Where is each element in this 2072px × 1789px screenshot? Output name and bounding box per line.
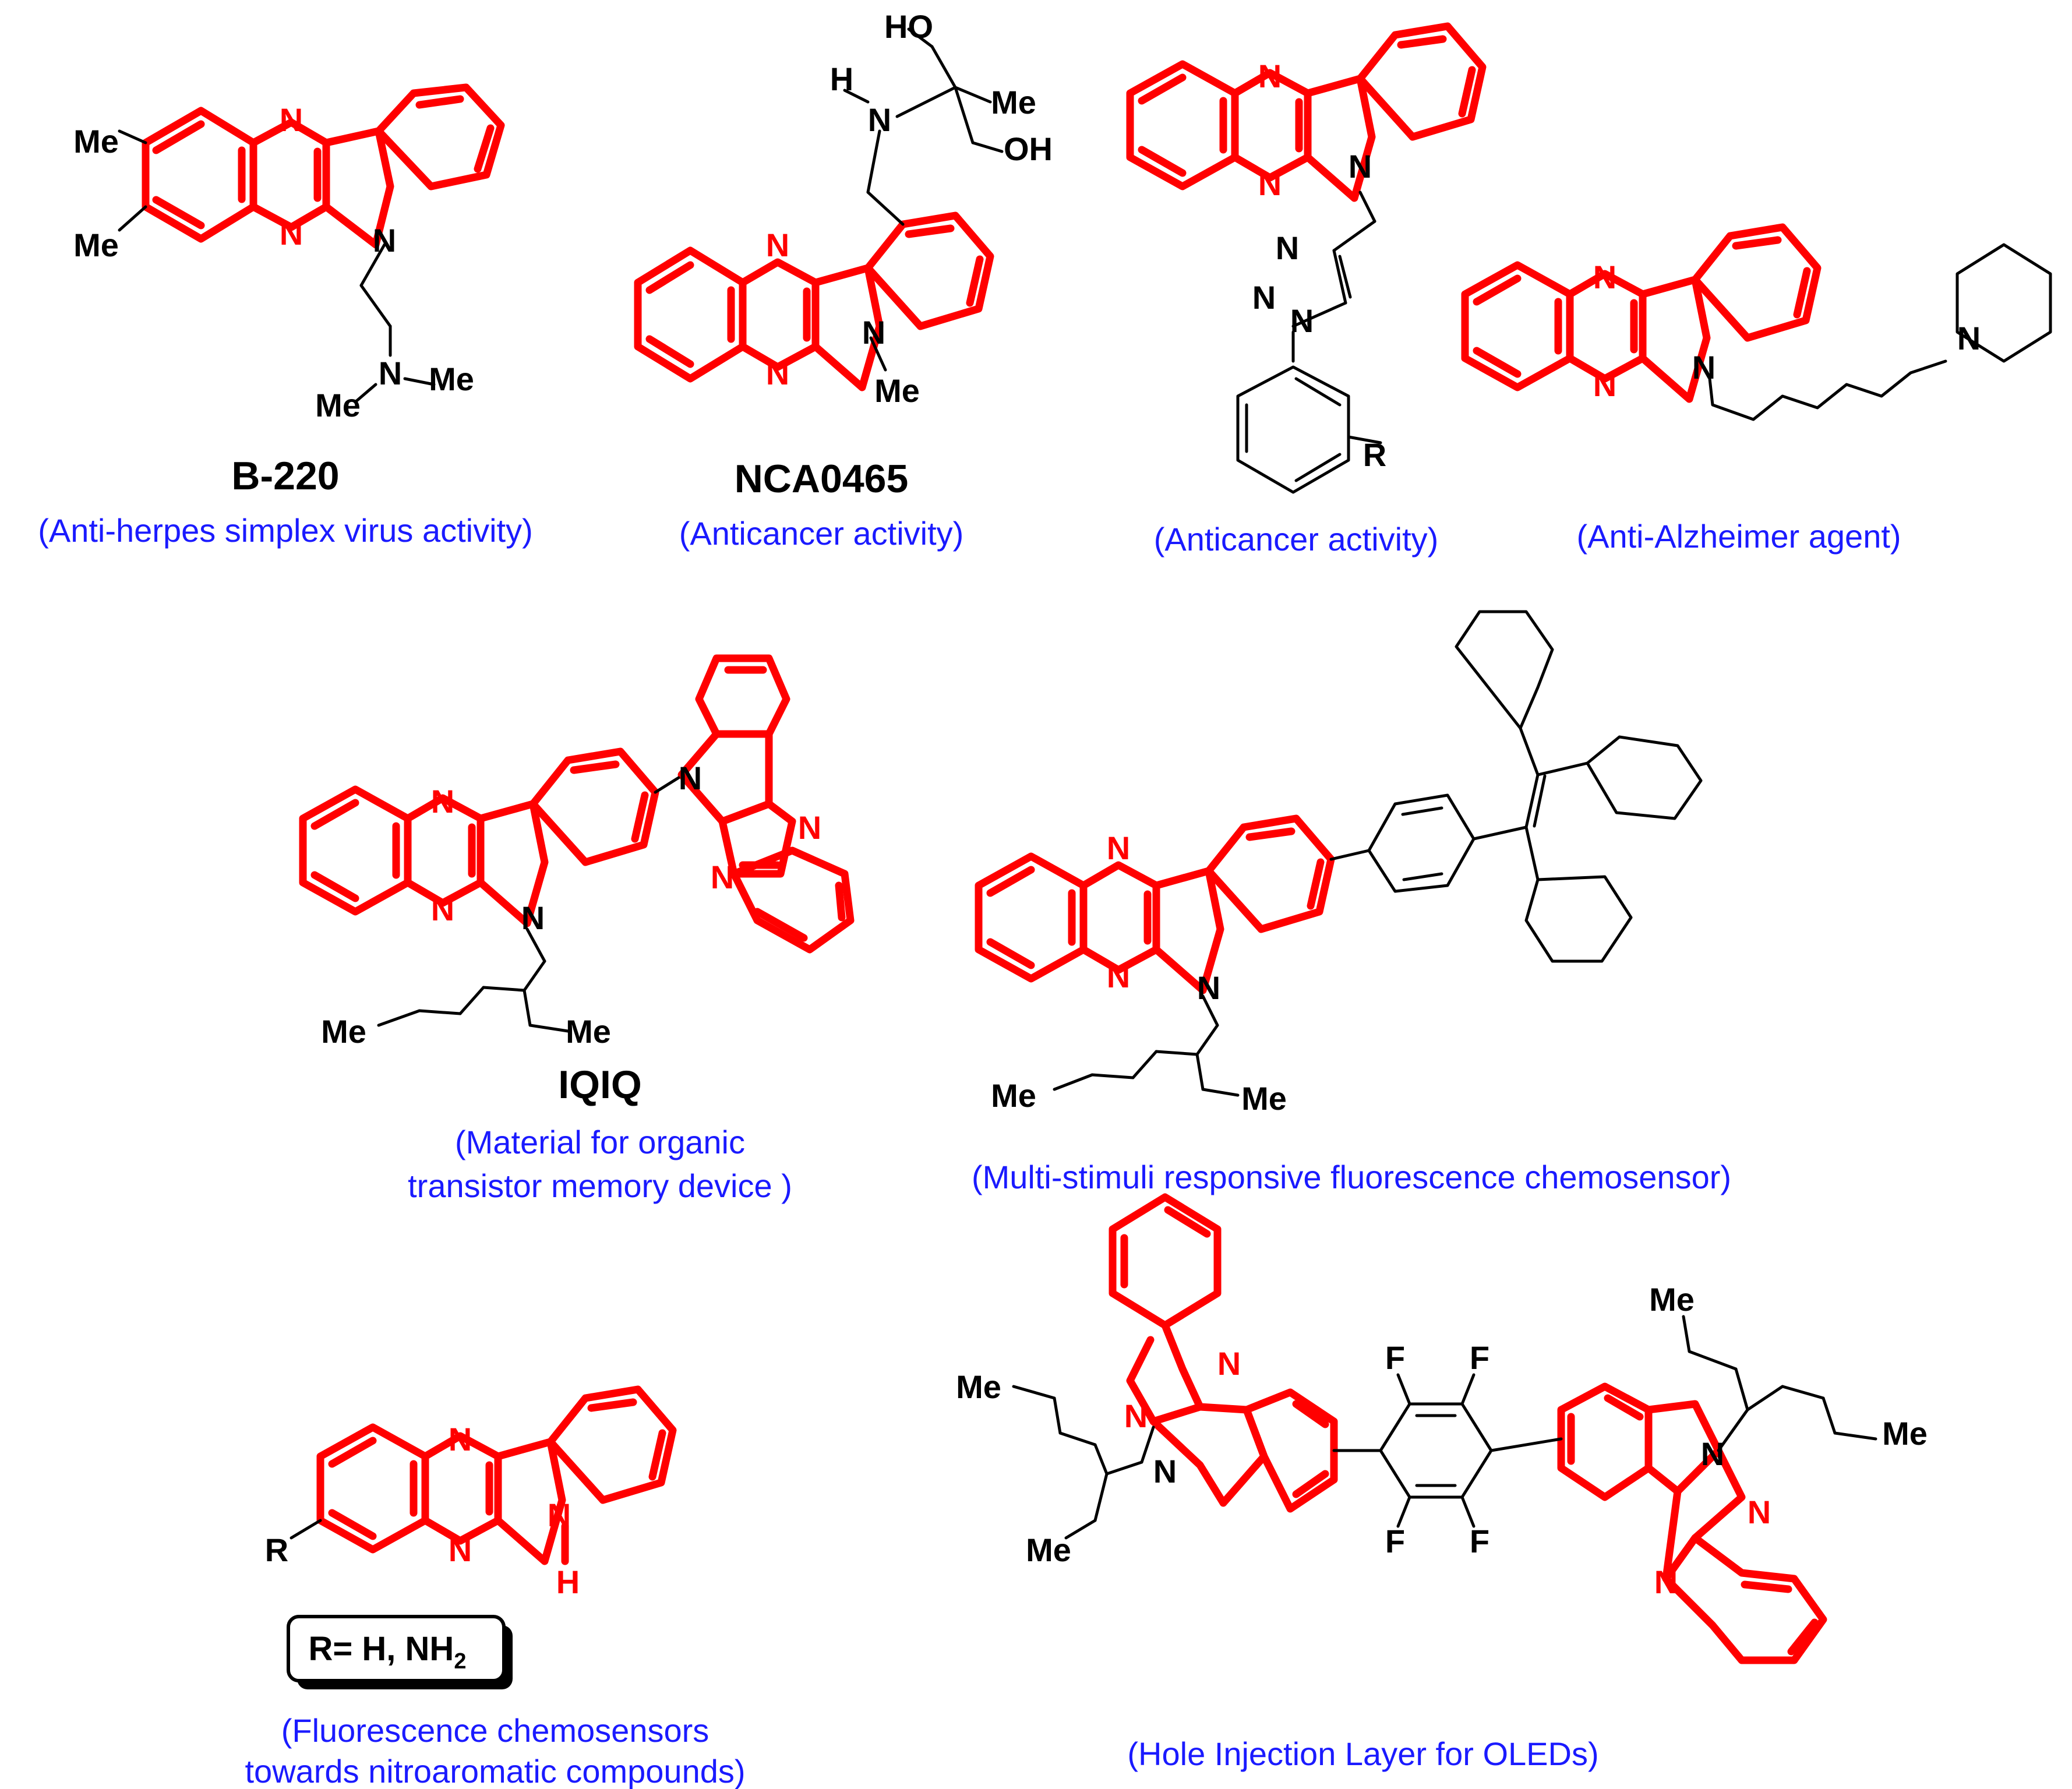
- methyl-label: Me: [1026, 1532, 1071, 1568]
- methyl-label: Me: [991, 1077, 1036, 1114]
- nitrogen-label: N: [1701, 1435, 1724, 1472]
- structure-b220: Me Me N N N N Me Me: [73, 83, 505, 424]
- nitrogen-label: N: [1593, 259, 1616, 295]
- methyl-label: Me: [429, 361, 474, 397]
- methyl-label: Me: [321, 1013, 366, 1050]
- hydrogen-label: H: [556, 1564, 580, 1600]
- nitrogen-label: N: [449, 1421, 472, 1458]
- nitrogen-label: N: [1197, 969, 1220, 1006]
- caption-sensor-line2: towards nitroaromatic compounds): [245, 1753, 745, 1789]
- methyl-label: Me: [1649, 1281, 1695, 1318]
- r-group-note-text: R= H, NH2: [309, 1630, 467, 1674]
- methyl-label: Me: [874, 372, 920, 409]
- caption-b220: (Anti-herpes simplex virus activity): [38, 512, 533, 549]
- caption-triazole: (Anticancer activity): [1154, 521, 1439, 557]
- methyl-label: Me: [991, 84, 1036, 121]
- nitrogen-label: N: [1349, 148, 1372, 185]
- r-group-label: R: [1363, 436, 1386, 473]
- nitrogen-label: N: [1748, 1494, 1771, 1530]
- fluorine-label: F: [1385, 1523, 1405, 1559]
- methyl-label: Me: [315, 387, 361, 424]
- nitrogen-label: N: [798, 809, 821, 846]
- nitrogen-label: N: [766, 227, 789, 263]
- compound-name-nca0465: NCA0465: [735, 457, 909, 501]
- nitrogen-label: N: [521, 899, 545, 936]
- nitrogen-label: N: [766, 355, 789, 391]
- caption-alzheimer: (Anti-Alzheimer agent): [1576, 518, 1901, 555]
- methyl-label: Me: [73, 123, 119, 160]
- hydrogen-label: H: [830, 61, 853, 97]
- hydroxyl-label: OH: [1004, 130, 1053, 167]
- methyl-label: Me: [1241, 1080, 1287, 1117]
- structure-nca0465: N N N Me N H HO Me OH: [634, 8, 1053, 409]
- nitrogen-label: N: [379, 355, 402, 391]
- caption-iqiq-line1: (Material for organic: [455, 1124, 745, 1160]
- nitrogen-label: N: [1217, 1345, 1241, 1382]
- nitrogen-label: N: [1276, 230, 1299, 266]
- r-group-note: R= H, NH2: [287, 1615, 513, 1689]
- compound-name-iqiq: IQIQ: [558, 1063, 642, 1107]
- methyl-label: Me: [566, 1013, 611, 1050]
- structure-tpe: N N N Me Me: [975, 610, 1703, 1117]
- nitrogen-label: N: [1258, 58, 1282, 94]
- nitrogen-label: N: [1957, 320, 1981, 357]
- nitrogen-label: N: [1290, 302, 1314, 339]
- structure-triazole: N N N N N N R: [1126, 22, 1487, 494]
- nitrogen-label: N: [373, 222, 396, 259]
- caption-oled: (Hole Injection Layer for OLEDs): [1127, 1735, 1598, 1772]
- nitrogen-label: N: [1107, 830, 1130, 866]
- methyl-label: Me: [956, 1368, 1001, 1405]
- fluorine-label: F: [1385, 1339, 1405, 1376]
- nitrogen-label: N: [1107, 958, 1130, 994]
- nitrogen-label: N: [280, 215, 303, 252]
- fluorine-label: F: [1470, 1339, 1489, 1376]
- nitrogen-label: N: [1593, 366, 1616, 403]
- nitrogen-label: N: [1153, 1453, 1177, 1490]
- nitrogen-label: N: [548, 1497, 571, 1533]
- structure-oled: N N N N N N F F F F Me Me Me Me: [956, 1193, 1928, 1664]
- nitrogen-label: N: [431, 783, 454, 820]
- nitrogen-label: N: [449, 1532, 472, 1568]
- nitrogen-label: N: [1654, 1564, 1678, 1600]
- nitrogen-label: N: [711, 859, 734, 895]
- compound-name-b220: B-220: [231, 454, 339, 498]
- methyl-label: Me: [73, 227, 119, 263]
- nitrogen-label: N: [868, 101, 891, 138]
- fluorine-label: F: [1470, 1523, 1489, 1559]
- caption-sensor-line1: (Fluorescence chemosensors: [281, 1712, 710, 1749]
- caption-nca0465: (Anticancer activity): [679, 515, 964, 552]
- nitrogen-label: N: [862, 314, 885, 351]
- r-group-label: R: [265, 1532, 288, 1568]
- hydroxyl-label: HO: [884, 8, 933, 45]
- caption-tpe: (Multi-stimuli responsive fluorescence c…: [972, 1159, 1731, 1195]
- nitrogen-label: N: [280, 101, 303, 138]
- methyl-label: Me: [1882, 1415, 1928, 1452]
- nitrogen-label: N: [1692, 349, 1716, 386]
- nitrogen-label: N: [1258, 165, 1282, 202]
- nitrogen-label: N: [1124, 1398, 1148, 1434]
- nitrogen-label: N: [1252, 279, 1276, 316]
- structure-alzheimer: N N N N: [1461, 223, 2052, 421]
- structure-sensor: N N N H R: [265, 1385, 677, 1600]
- caption-iqiq-line2: transistor memory device ): [408, 1167, 792, 1204]
- nitrogen-label: N: [431, 891, 454, 927]
- structure-iqiq: N N N N N N Me Me: [299, 654, 855, 1050]
- nitrogen-label: N: [679, 760, 702, 796]
